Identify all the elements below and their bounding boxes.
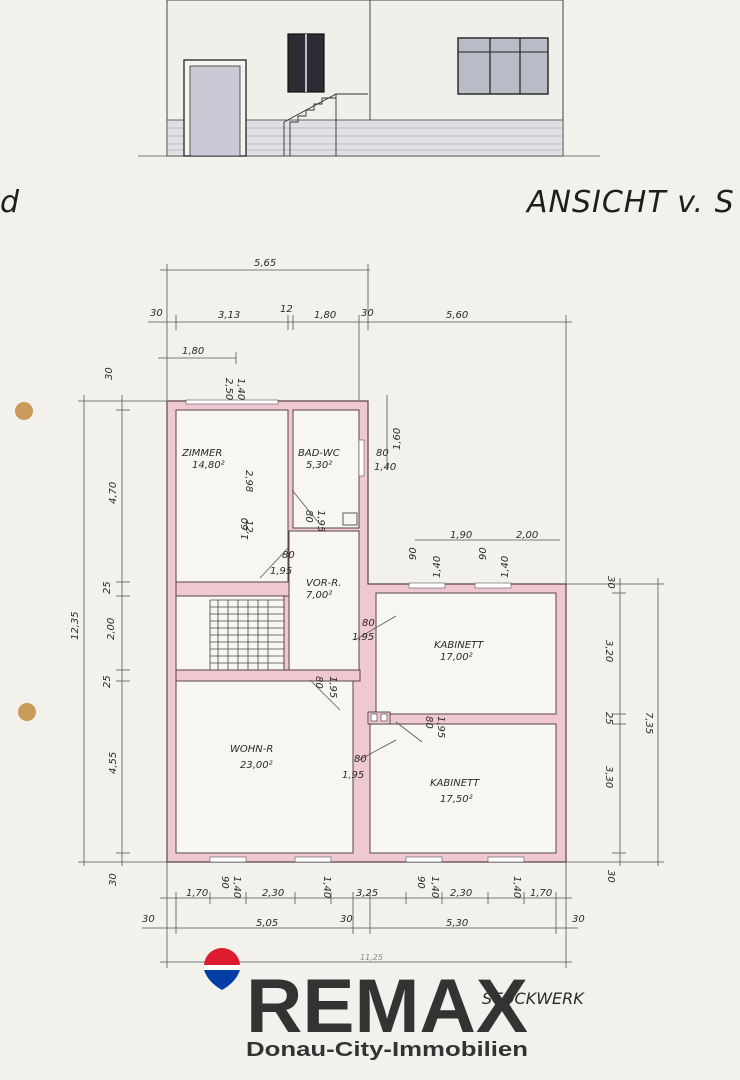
dim-bottom1-0: 1,70 bbox=[186, 888, 208, 899]
room-area-kab1: 17,00² bbox=[440, 652, 473, 663]
dim-zimmer-inner-2: 12 bbox=[243, 520, 254, 533]
room-bad-wc bbox=[292, 409, 360, 529]
dim-left-0: 30 bbox=[104, 367, 115, 380]
dim-right-4: 30 bbox=[605, 870, 616, 883]
dim-top-2: 12 bbox=[280, 304, 293, 315]
dim-door-zimmer-1: 1,95 bbox=[270, 566, 292, 577]
dim-bottom1-6: 90 bbox=[415, 876, 426, 889]
plan-walls bbox=[166, 399, 567, 863]
dim-top-4: 30 bbox=[361, 308, 374, 319]
dim-window-1: 1,40 bbox=[432, 556, 443, 578]
remax-logo: REMAX Donau-City-Immobilien bbox=[204, 948, 528, 1061]
dim-window-3: 90 bbox=[478, 547, 489, 560]
dim-bottom1-4: 1,40 bbox=[321, 876, 332, 898]
dim-right-2: 25 bbox=[603, 712, 614, 725]
dim-top-5: 5,60 bbox=[446, 310, 468, 321]
dim-left-4: 25 bbox=[102, 675, 113, 688]
dim-left-3: 2,00 bbox=[106, 618, 117, 640]
dim-door-bad-0: 80 bbox=[303, 510, 314, 523]
room-zimmer bbox=[175, 409, 289, 583]
dim-top-1: 3,13 bbox=[218, 310, 240, 321]
balloon-icon bbox=[204, 948, 240, 990]
room-area-wohn: 23,00² bbox=[240, 760, 273, 771]
dim-door-wohn-1: 1,95 bbox=[327, 676, 338, 698]
stair-steps bbox=[209, 599, 284, 670]
dim-right-1: 3,20 bbox=[603, 640, 614, 662]
room-area-vor: 7,00² bbox=[306, 590, 332, 601]
dim-door-zimmer-0: 80 bbox=[282, 550, 295, 561]
dim-bottom1-5: 3,25 bbox=[356, 888, 378, 899]
dim-right-3: 3,30 bbox=[603, 766, 614, 788]
room-name-kab1: KABINETT bbox=[434, 640, 484, 651]
dim-bad-side-2: 1,60 bbox=[392, 428, 403, 450]
dim-window-5: 2,00 bbox=[516, 530, 538, 541]
dim-door-wohn-0: 80 bbox=[313, 676, 324, 689]
dim-right-height: 7,35 bbox=[643, 712, 654, 734]
dim-bottom2-1: 5,05 bbox=[256, 918, 278, 929]
dim-bottom2-0: 30 bbox=[142, 914, 155, 925]
dim-window-0: 90 bbox=[408, 547, 419, 560]
room-kabinett-2 bbox=[369, 723, 557, 854]
dim-bottom1-2: 1,40 bbox=[231, 876, 242, 898]
dim-bottom1-10: 1,70 bbox=[530, 888, 552, 899]
elevation-left-fragment: d bbox=[0, 185, 20, 220]
dim-zimmer-inner-0: 2,98 bbox=[243, 470, 254, 492]
dim-bottom2-3: 5,30 bbox=[446, 918, 468, 929]
dim-bottom1-7: 1,40 bbox=[429, 876, 440, 898]
dimension-labels: 5,65 30 3,13 12 1,80 30 5,60 1,80 2,50 1… bbox=[70, 258, 654, 962]
dim-top-small-2: 1,40 bbox=[235, 378, 246, 400]
dim-width-total: 11,25 bbox=[360, 953, 383, 962]
dim-door-wohn2-0: 80 bbox=[354, 754, 367, 765]
dim-door-kab2-0: 80 bbox=[423, 716, 434, 729]
room-name-vor: VOR-R. bbox=[306, 578, 341, 589]
dim-bottom1-8: 2,30 bbox=[450, 888, 472, 899]
room-name-bad: BAD-WC bbox=[298, 448, 340, 459]
floor-label: STOCKWERK bbox=[482, 989, 585, 1008]
room-name-zimmer: ZIMMER bbox=[181, 448, 222, 459]
dim-left-5: 4,55 bbox=[108, 752, 119, 774]
room-name-kab2: KABINETT bbox=[430, 778, 480, 789]
dim-door-kab1-0: 80 bbox=[362, 618, 375, 629]
room-area-kab2: 17,50² bbox=[440, 794, 473, 805]
elevation-sketch bbox=[138, 0, 600, 157]
dim-bad-side-0: 80 bbox=[376, 448, 389, 459]
dim-bottom2-2: 30 bbox=[340, 914, 353, 925]
dim-door-wohn2-1: 1,95 bbox=[342, 770, 364, 781]
dim-bad-side-1: 1,40 bbox=[374, 462, 396, 473]
punch-hole-top bbox=[15, 402, 33, 420]
room-kabinett-1 bbox=[375, 592, 557, 715]
dim-top-0: 30 bbox=[150, 308, 163, 319]
dim-window-4: 1,40 bbox=[500, 556, 511, 578]
dim-right-0: 30 bbox=[605, 576, 616, 589]
dim-left-1: 4,70 bbox=[108, 482, 119, 504]
dim-top-small-0: 1,80 bbox=[182, 346, 204, 357]
dim-top-small-1: 2,50 bbox=[223, 378, 234, 400]
dim-zimmer-inner-1: 1,60 bbox=[240, 518, 251, 540]
dim-door-bad-1: 1,95 bbox=[315, 510, 326, 532]
dim-bottom2-4: 30 bbox=[572, 914, 585, 925]
brand-tagline: Donau-City-Immobilien bbox=[246, 1039, 528, 1061]
brand-name: REMAX bbox=[246, 964, 528, 1049]
punch-hole-bottom bbox=[18, 703, 36, 721]
dim-left-2: 25 bbox=[102, 581, 113, 594]
room-name-wohn: WOHN-R bbox=[230, 744, 273, 755]
dim-top-3: 1,80 bbox=[314, 310, 336, 321]
dim-left-width: 5,65 bbox=[254, 258, 276, 269]
dim-window-2: 1,90 bbox=[450, 530, 472, 541]
room-area-zimmer: 14,80² bbox=[192, 460, 225, 471]
dim-bottom1-9: 1,40 bbox=[511, 876, 522, 898]
room-area-bad: 5,30² bbox=[306, 460, 332, 471]
dim-door-kab1-1: 1,95 bbox=[352, 632, 374, 643]
dim-door-kab2-1: 1,95 bbox=[435, 716, 446, 738]
elevation-title: ANSICHT v. S bbox=[525, 185, 735, 220]
dim-bottom1-1: 90 bbox=[219, 876, 230, 889]
dim-bottom1-3: 2,30 bbox=[262, 888, 284, 899]
dimension-lines bbox=[78, 264, 664, 968]
room-labels: ZIMMER 14,80² BAD-WC 5,30² VOR-R. 7,00² … bbox=[181, 448, 484, 805]
dim-left-6: 30 bbox=[108, 873, 119, 886]
dim-left-height: 12,35 bbox=[70, 611, 81, 640]
